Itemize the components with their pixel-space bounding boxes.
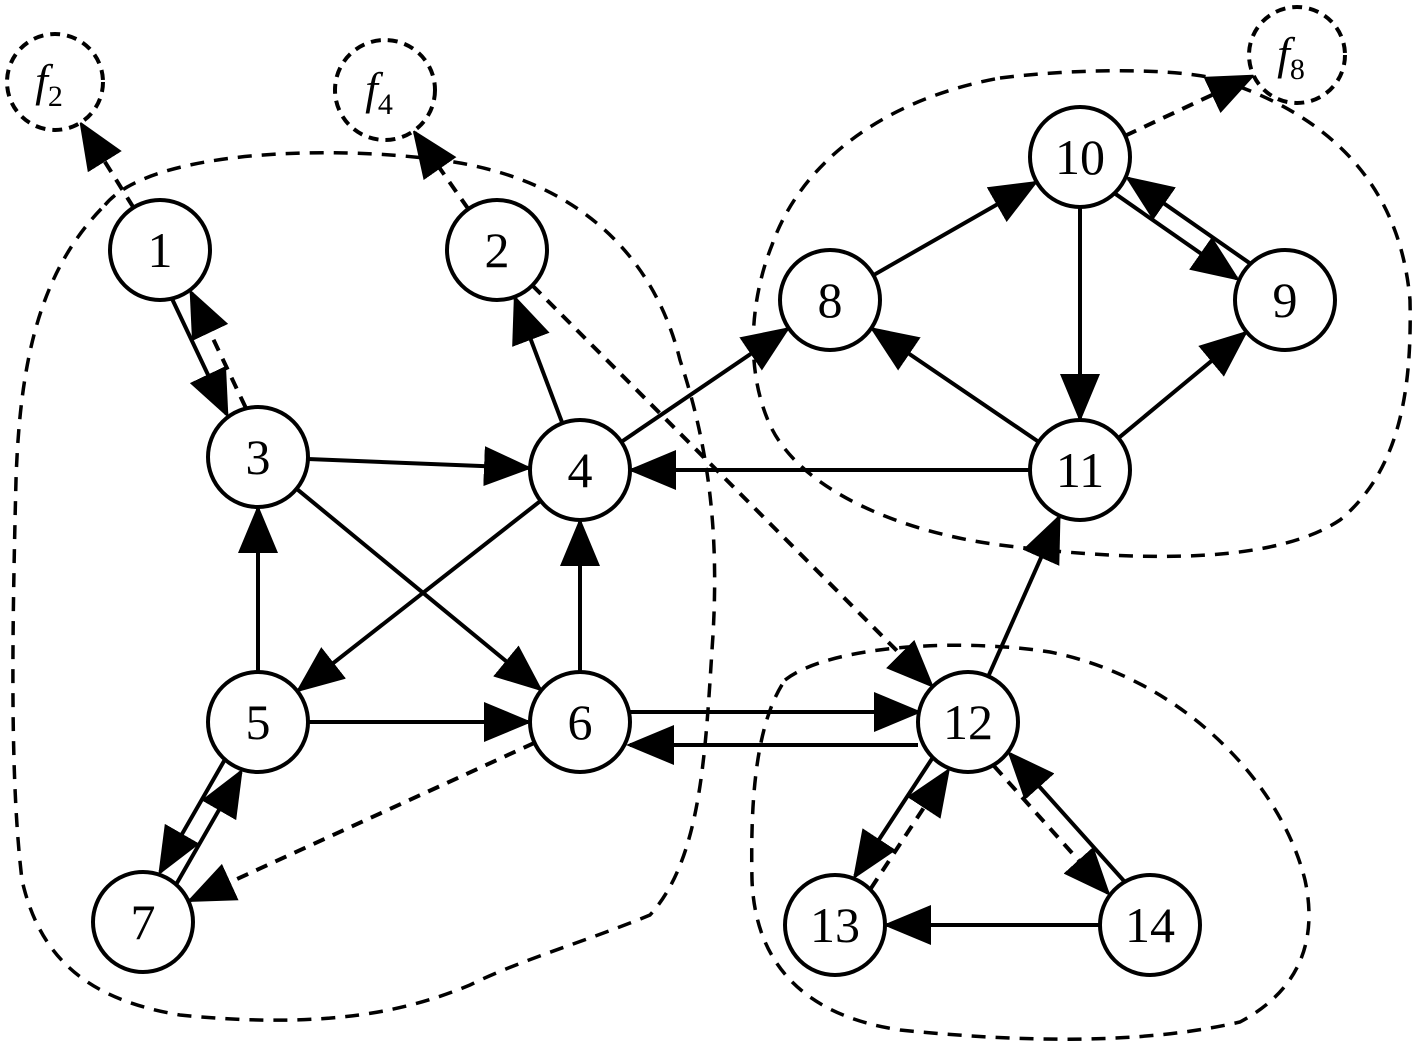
node-circle bbox=[91, 870, 195, 974]
node-circle bbox=[778, 248, 882, 352]
node-label: 14 bbox=[1125, 897, 1175, 953]
edge-11-to-9 bbox=[1117, 330, 1249, 440]
edge-12-to-11 bbox=[986, 513, 1061, 678]
edge-12-to-14 bbox=[992, 764, 1111, 896]
edge-4-to-8 bbox=[620, 326, 791, 444]
node-label: 11 bbox=[1056, 442, 1104, 498]
node-circle bbox=[783, 873, 887, 977]
node-6: 6 bbox=[528, 670, 632, 774]
flow-node-circle bbox=[1247, 5, 1347, 105]
node-5: 5 bbox=[206, 670, 310, 774]
node-label: 2 bbox=[485, 222, 510, 278]
node-circle bbox=[1028, 105, 1132, 209]
node-7: 7 bbox=[91, 870, 195, 974]
edge-10-to-9 bbox=[1114, 192, 1240, 281]
node-circle bbox=[1028, 418, 1132, 522]
edge-12-to-13 bbox=[852, 757, 934, 880]
region-left bbox=[11, 150, 717, 1022]
node-3: 3 bbox=[206, 405, 310, 509]
node-label: 10 bbox=[1055, 129, 1105, 185]
node-12: 12 bbox=[916, 670, 1020, 774]
node-label: 1 bbox=[148, 222, 173, 278]
node-label: 8 bbox=[818, 272, 843, 328]
node-label: 9 bbox=[1273, 272, 1298, 328]
node-14: 14 bbox=[1098, 873, 1202, 977]
flow-node-subscript: 8 bbox=[1290, 53, 1305, 86]
region-lower-right bbox=[749, 643, 1311, 1041]
node-9: 9 bbox=[1233, 248, 1337, 352]
node-label: 4 bbox=[568, 442, 593, 498]
edge-4-to-5 bbox=[295, 499, 542, 693]
edge-4-to-2 bbox=[512, 294, 565, 424]
node-8: 8 bbox=[778, 248, 882, 352]
edges-layer bbox=[79, 74, 1256, 945]
edge-13-to-12 bbox=[869, 767, 951, 890]
edge-1-to-3 bbox=[170, 298, 229, 418]
node-circle bbox=[916, 670, 1020, 774]
edge-9-to-10 bbox=[1125, 176, 1251, 265]
node-circle bbox=[528, 670, 632, 774]
node-label: 6 bbox=[568, 694, 593, 750]
edge-10-to-f8 bbox=[1124, 74, 1256, 138]
edge-3-to-6 bbox=[295, 487, 543, 692]
edge-2-to-12 bbox=[530, 283, 935, 689]
edge-3-to-1 bbox=[189, 289, 248, 409]
node-circle bbox=[1233, 248, 1337, 352]
node-circle bbox=[1098, 873, 1202, 977]
node-1: 1 bbox=[108, 198, 212, 302]
node-11: 11 bbox=[1028, 418, 1132, 522]
flow-node-f2: f2 bbox=[5, 32, 105, 132]
node-label: 7 bbox=[131, 894, 156, 950]
flow-node-f8: f8 bbox=[1247, 5, 1347, 105]
flow-node-circle bbox=[5, 32, 105, 132]
flow-node-f4: f4 bbox=[333, 38, 437, 142]
node-circle bbox=[206, 405, 310, 509]
flow-node-circle bbox=[333, 38, 437, 142]
node-label: 13 bbox=[810, 897, 860, 953]
edge-3-to-4 bbox=[307, 446, 533, 487]
node-circle bbox=[108, 198, 212, 302]
edge-2-to-f4 bbox=[412, 129, 470, 211]
edge-14-to-12 bbox=[1007, 751, 1126, 883]
node-10: 10 bbox=[1028, 105, 1132, 209]
flow-node-subscript: 2 bbox=[48, 80, 63, 113]
edge-1-to-f2 bbox=[79, 121, 136, 209]
node-circle bbox=[206, 670, 310, 774]
node-4: 4 bbox=[528, 418, 632, 522]
node-label: 3 bbox=[246, 429, 271, 485]
edge-8-to-10 bbox=[872, 180, 1039, 277]
node-circle bbox=[445, 198, 549, 302]
edge-6-to-7 bbox=[186, 740, 536, 903]
node-label: 12 bbox=[943, 694, 993, 750]
node-label: 5 bbox=[246, 694, 271, 750]
node-2: 2 bbox=[445, 198, 549, 302]
region-upper-right bbox=[751, 68, 1412, 559]
node-circle bbox=[528, 418, 632, 522]
flow-node-subscript: 4 bbox=[378, 88, 393, 121]
node-13: 13 bbox=[783, 873, 887, 977]
edge-11-to-8 bbox=[869, 326, 1040, 444]
